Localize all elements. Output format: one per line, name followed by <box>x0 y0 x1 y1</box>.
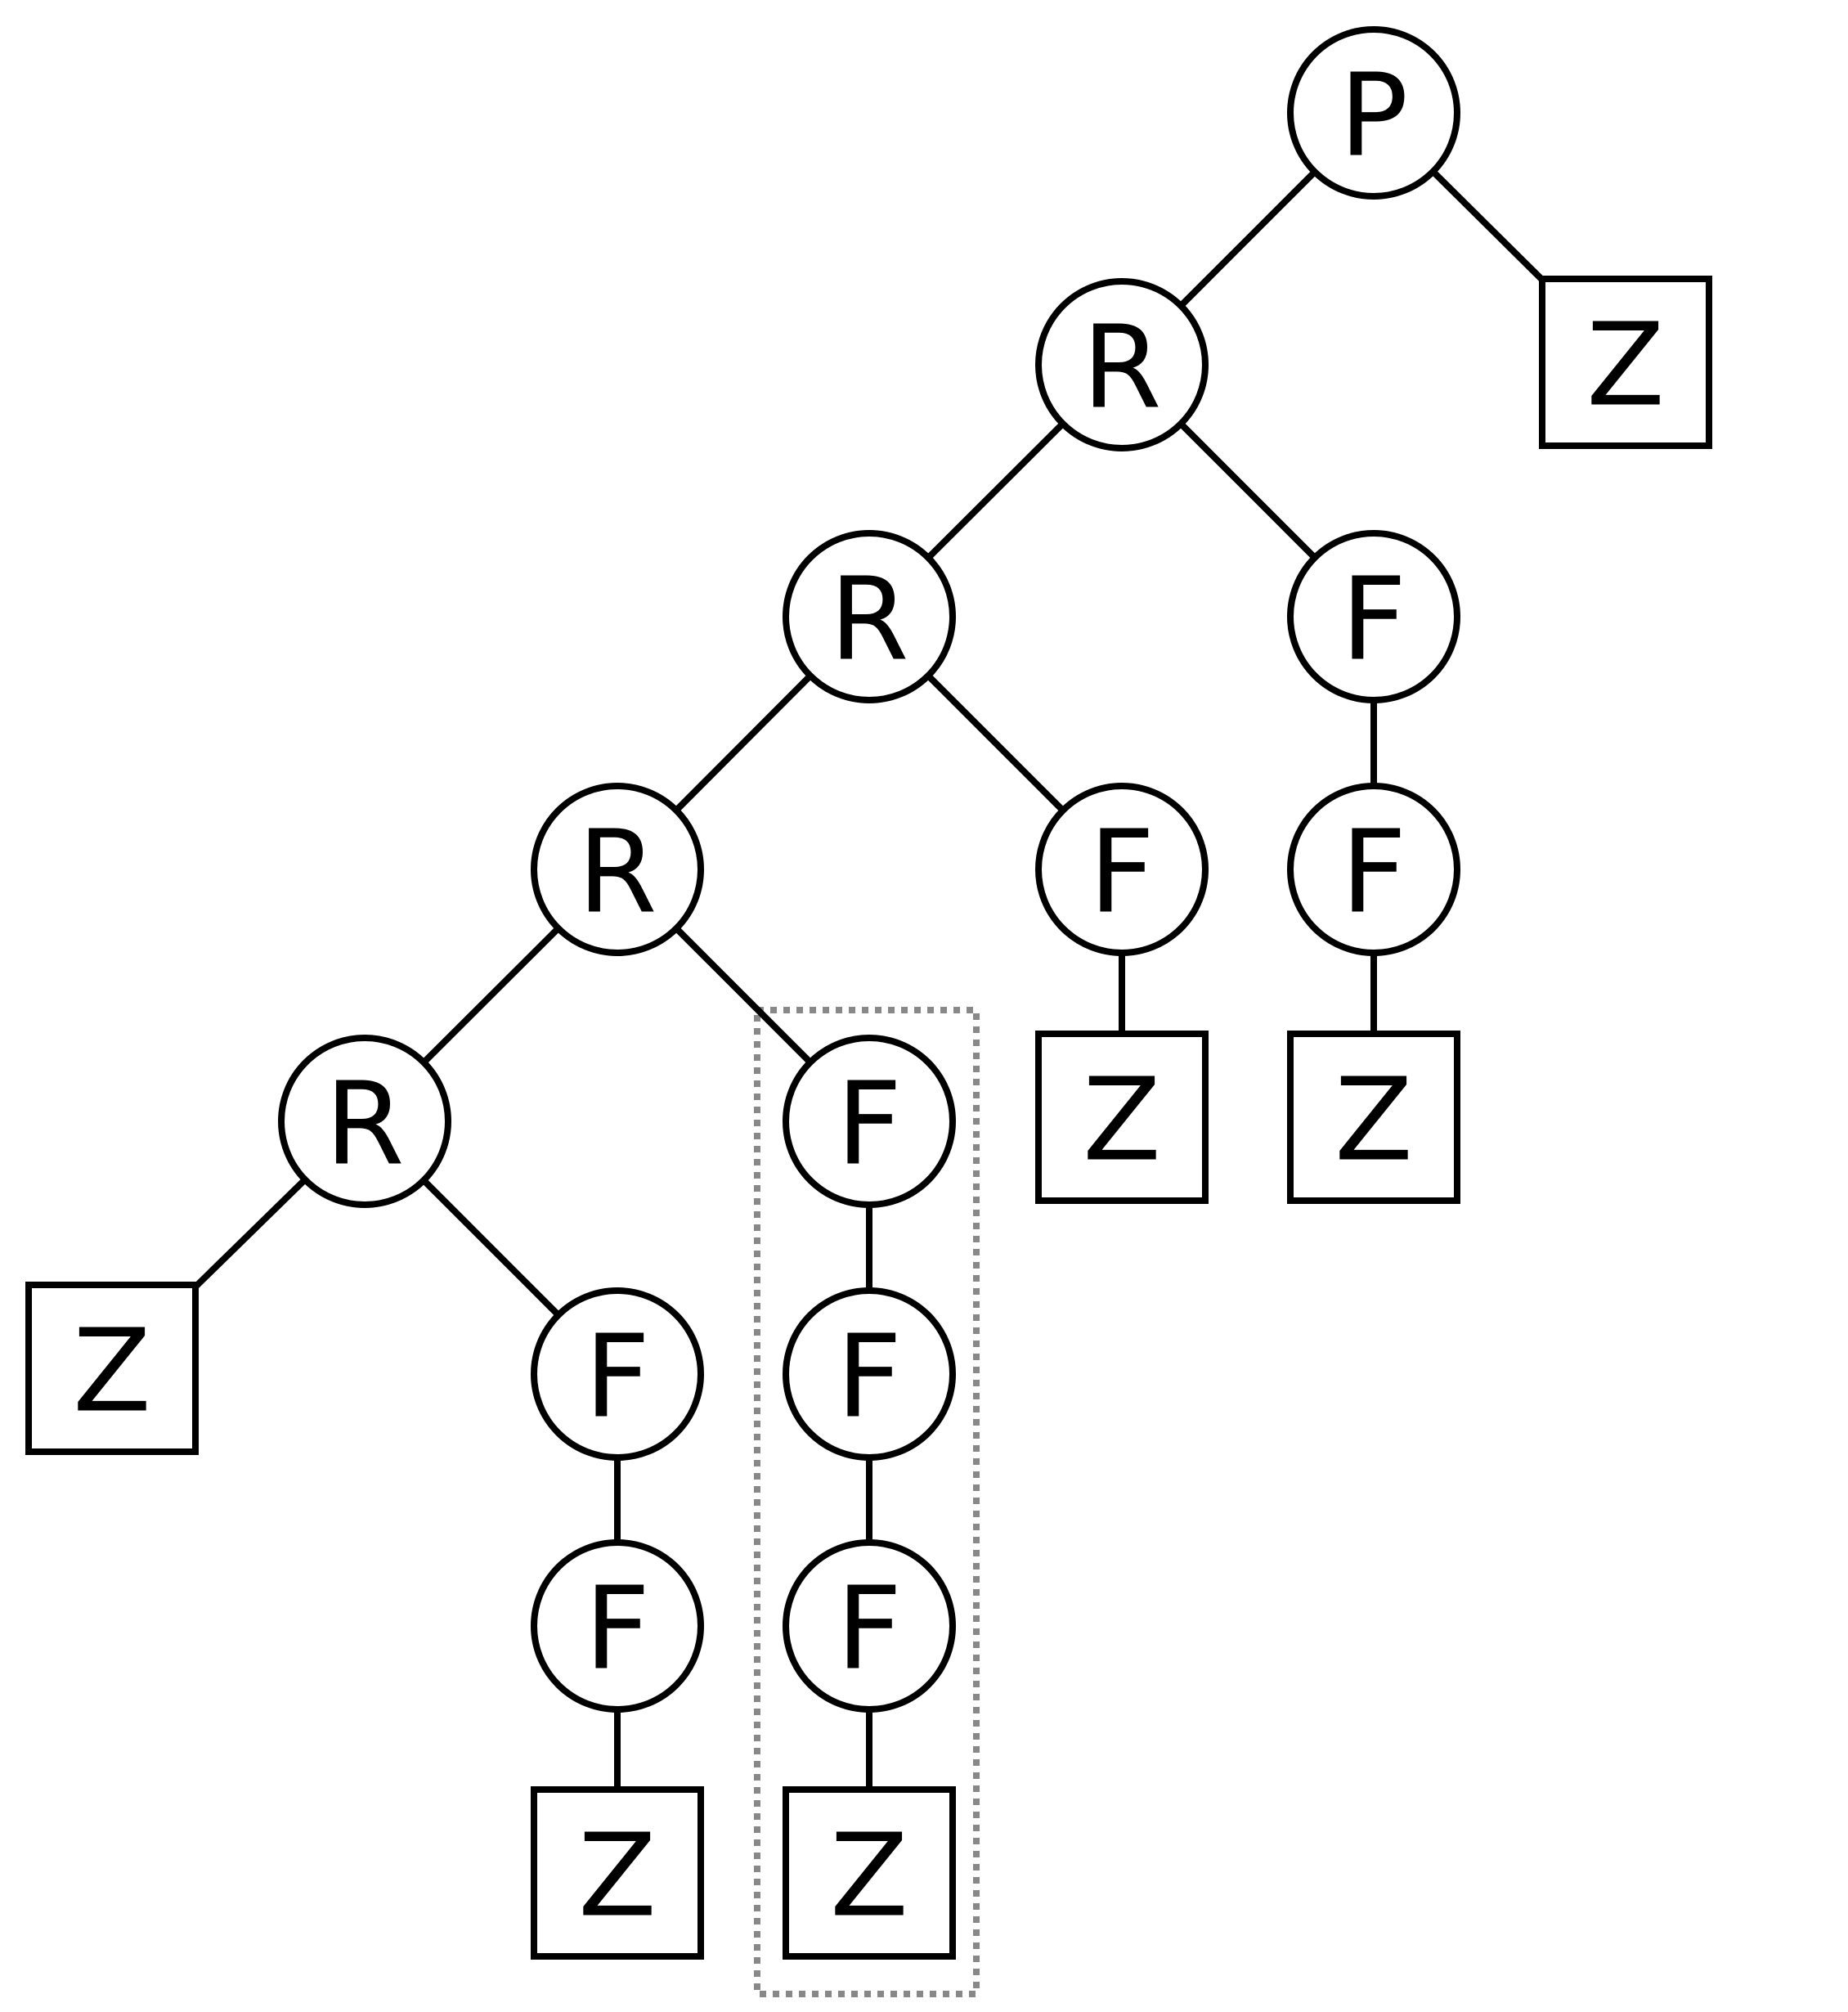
node-label: Z <box>578 1810 657 1943</box>
tree-node-f7: F <box>783 1539 956 1713</box>
edge-r2-r3 <box>674 673 813 813</box>
node-circle <box>278 1035 451 1208</box>
node-label: R <box>577 806 657 940</box>
edge-r3-f4 <box>674 926 813 1065</box>
node-circle <box>1287 530 1460 703</box>
node-label: F <box>1089 806 1155 940</box>
node-label: F <box>585 1563 651 1696</box>
node-label: R <box>325 1058 404 1192</box>
node-label: P <box>1339 50 1408 183</box>
node-label: F <box>837 1311 903 1444</box>
tree-node-r2: R <box>783 530 956 703</box>
tree-node-f6: F <box>783 1287 956 1461</box>
tree-node-z2: Z <box>1035 1031 1209 1204</box>
node-circle <box>531 1287 704 1461</box>
node-label: Z <box>73 1305 151 1439</box>
tree-node-z3: Z <box>1287 1031 1460 1204</box>
tree-node-f3: F <box>1287 783 1460 956</box>
tree-node-r3: R <box>531 783 704 956</box>
tree-node-p: P <box>1287 26 1460 200</box>
node-label: F <box>1341 554 1407 687</box>
node-label: R <box>1082 302 1161 435</box>
tree-node-f1: F <box>1287 530 1460 703</box>
node-label: F <box>837 1058 903 1192</box>
edge-r1-r2 <box>926 421 1065 560</box>
tree-node-f8: F <box>531 1539 704 1713</box>
node-label: Z <box>1586 299 1665 433</box>
node-square <box>1287 1031 1460 1204</box>
edge-r4-f5 <box>421 1178 561 1318</box>
node-circle <box>531 783 704 956</box>
edge-layer <box>193 168 1545 1790</box>
tree-node-z5: Z <box>531 1786 704 1960</box>
tree-node-r4: R <box>278 1035 451 1208</box>
node-square <box>25 1282 199 1455</box>
node-circle <box>1287 26 1460 200</box>
tree-node-z1: Z <box>1539 276 1712 449</box>
node-label: F <box>585 1311 651 1444</box>
edge-r1-f1 <box>1178 421 1317 560</box>
node-square <box>1035 1031 1209 1204</box>
node-circle <box>1035 783 1209 956</box>
node-label: Z <box>1334 1054 1413 1188</box>
edge-r4-z4 <box>193 1177 307 1290</box>
edge-p-z1 <box>1430 168 1545 282</box>
node-circle <box>783 1539 956 1713</box>
node-label: Z <box>830 1810 908 1943</box>
tree-node-f2: F <box>1035 783 1209 956</box>
node-label: Z <box>1083 1054 1161 1188</box>
tree-node-f4: F <box>783 1035 956 1208</box>
node-square <box>783 1786 956 1960</box>
tree-node-r1: R <box>1035 278 1209 451</box>
edge-r2-f2 <box>926 673 1065 813</box>
highlight-box <box>754 1007 980 1997</box>
node-square <box>1539 276 1712 449</box>
node-circle <box>783 530 956 703</box>
tree-node-f5: F <box>531 1287 704 1461</box>
tree-node-z4: Z <box>25 1282 199 1455</box>
edge-p-r1 <box>1178 169 1317 308</box>
node-label: F <box>837 1563 903 1696</box>
node-circle <box>783 1035 956 1208</box>
node-circle <box>1287 783 1460 956</box>
edge-r3-r4 <box>421 926 561 1065</box>
node-circle <box>531 1539 704 1713</box>
node-label: R <box>829 554 908 687</box>
node-circle <box>783 1287 956 1461</box>
node-square <box>531 1786 704 1960</box>
node-label: F <box>1341 806 1407 940</box>
tree-node-z6: Z <box>783 1786 956 1960</box>
node-circle <box>1035 278 1209 451</box>
